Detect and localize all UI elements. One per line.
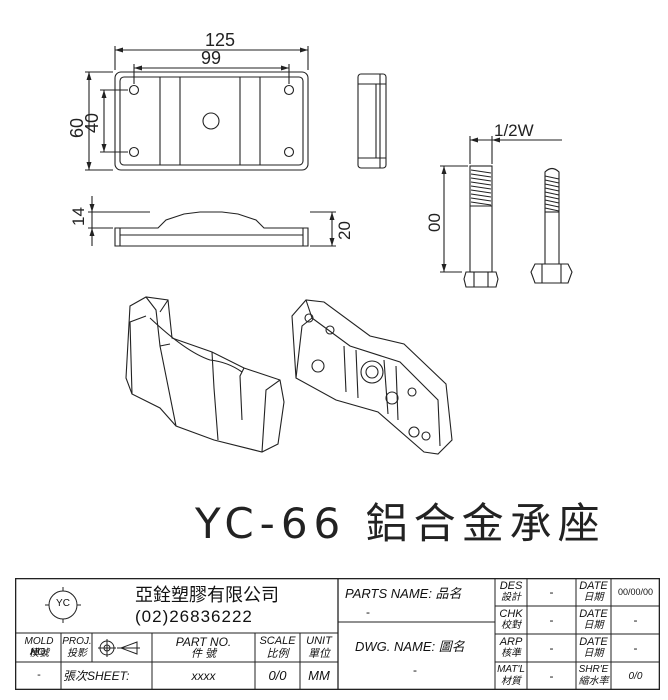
dim-overall-width: 60 [67, 118, 87, 138]
bolt-illustration [530, 167, 573, 284]
dwg-name-value: - [413, 663, 417, 677]
unit-value: MM [308, 668, 330, 683]
unit-label-en: UNIT [306, 635, 332, 647]
chk-date-cn: 日期 [583, 620, 604, 631]
dim-hole-spacing-length: 99 [201, 48, 221, 68]
chk-label-en: CHK [499, 608, 523, 620]
bolt-dimensioned [440, 136, 562, 288]
unit-label-cn: 單位 [308, 648, 330, 660]
des-label-en: DES [499, 580, 523, 592]
dim-hole-spacing-width: 40 [82, 113, 102, 133]
chk-date-en: DATE [579, 608, 608, 620]
isometric-view-top [125, 296, 285, 453]
proj-label-cn: 投影 [67, 648, 87, 659]
des-label-cn: 設計 [501, 592, 521, 603]
mold-no-label-en: MOLD NO. [24, 636, 54, 658]
title-block: YC 亞銓塑膠有限公司 (02)26836222 MOLD NO. 模號 - P… [15, 578, 660, 690]
des-date-value: 00/00/00 [617, 587, 654, 597]
side-view [88, 196, 336, 247]
company-phone: (02)26836222 [135, 607, 253, 626]
matl-value: - [549, 669, 554, 683]
shre-label-cn: 縮水率 [578, 676, 609, 687]
company-name: 亞銓塑膠有限公司 [135, 585, 279, 605]
isometric-view-bottom [291, 299, 453, 455]
mold-no-label-cn: 模號 [29, 648, 49, 659]
dim-bolt-thread: 1/2W [494, 121, 534, 140]
chk-date-value: - [633, 613, 638, 627]
scale-label-cn: 比例 [266, 648, 289, 660]
des-value: - [549, 585, 554, 599]
scale-label-en: SCALE [259, 635, 296, 647]
matl-label-cn: 材質 [501, 676, 521, 687]
dim-overall-length: 125 [205, 30, 235, 50]
dwg-name-label: DWG. NAME: 圖名 [355, 639, 465, 654]
technical-drawing: 125 99 60 40 14 20 00 1/2W [67, 30, 573, 455]
model-title: YC-66 鋁合金承座 [195, 499, 606, 548]
proj-label-en: PROJ. [62, 636, 92, 647]
part-no-value: xxxx [191, 669, 216, 683]
arp-label-en: ARP [499, 636, 523, 648]
matl-label-en: MAT'L [497, 664, 525, 675]
parts-name-label: PARTS NAME: 品名 [345, 586, 462, 601]
mold-no-value: - [37, 669, 41, 681]
chk-label-cn: 校對 [501, 620, 521, 631]
arp-date-en: DATE [579, 636, 608, 648]
company-logo-text: YC [56, 598, 70, 609]
dim-bolt-length: 00 [425, 213, 444, 232]
des-date-cn: 日期 [583, 592, 604, 603]
dim-side-total: 20 [335, 221, 354, 240]
des-date-en: DATE [579, 580, 608, 592]
shre-value: 0/0 [628, 671, 643, 682]
dim-side-height: 14 [69, 207, 88, 226]
sheet-label: 張次SHEET: [63, 669, 130, 683]
shre-label-en: SHR'E [578, 664, 609, 675]
parts-name-value: - [366, 605, 370, 619]
arp-label-cn: 核準 [501, 648, 521, 659]
top-view [85, 46, 309, 171]
chk-value: - [549, 613, 554, 627]
part-no-label-cn: 件 號 [190, 648, 217, 660]
arp-value: - [549, 641, 554, 655]
part-no-label-en: PART NO. [175, 635, 232, 649]
arp-date-cn: 日期 [583, 648, 604, 659]
scale-value: 0/0 [268, 668, 287, 683]
arp-date-value: - [633, 641, 638, 655]
title-block-grid [15, 578, 660, 690]
end-view [357, 73, 387, 169]
